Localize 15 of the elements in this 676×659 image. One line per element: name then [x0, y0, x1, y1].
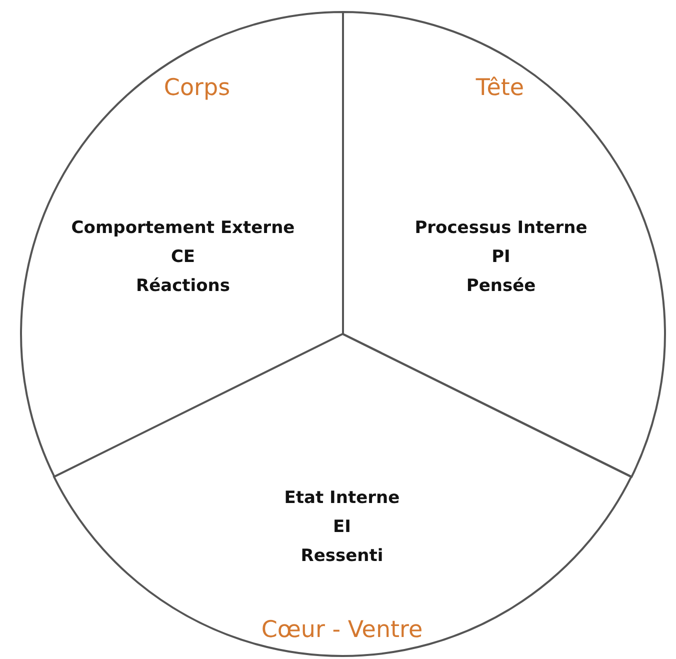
sector-text: Pensée — [466, 276, 536, 296]
sector-text: Comportement Externe — [71, 218, 295, 238]
sector-text: PI — [492, 247, 510, 267]
sector-text: Ressenti — [300, 546, 384, 566]
pie-sector — [343, 12, 665, 477]
sector-heading: Tête — [476, 75, 524, 101]
sector-heading: Cœur - Ventre — [261, 617, 423, 643]
pie-sector — [21, 12, 343, 477]
pie-sector — [54, 334, 632, 656]
sector-text: Etat Interne — [284, 488, 400, 508]
sector-text: Processus Interne — [414, 218, 588, 238]
sector-heading: Corps — [164, 75, 230, 101]
sector-text: EI — [333, 517, 351, 537]
sector-text: Réactions — [136, 276, 230, 296]
sector-text: CE — [170, 247, 196, 267]
